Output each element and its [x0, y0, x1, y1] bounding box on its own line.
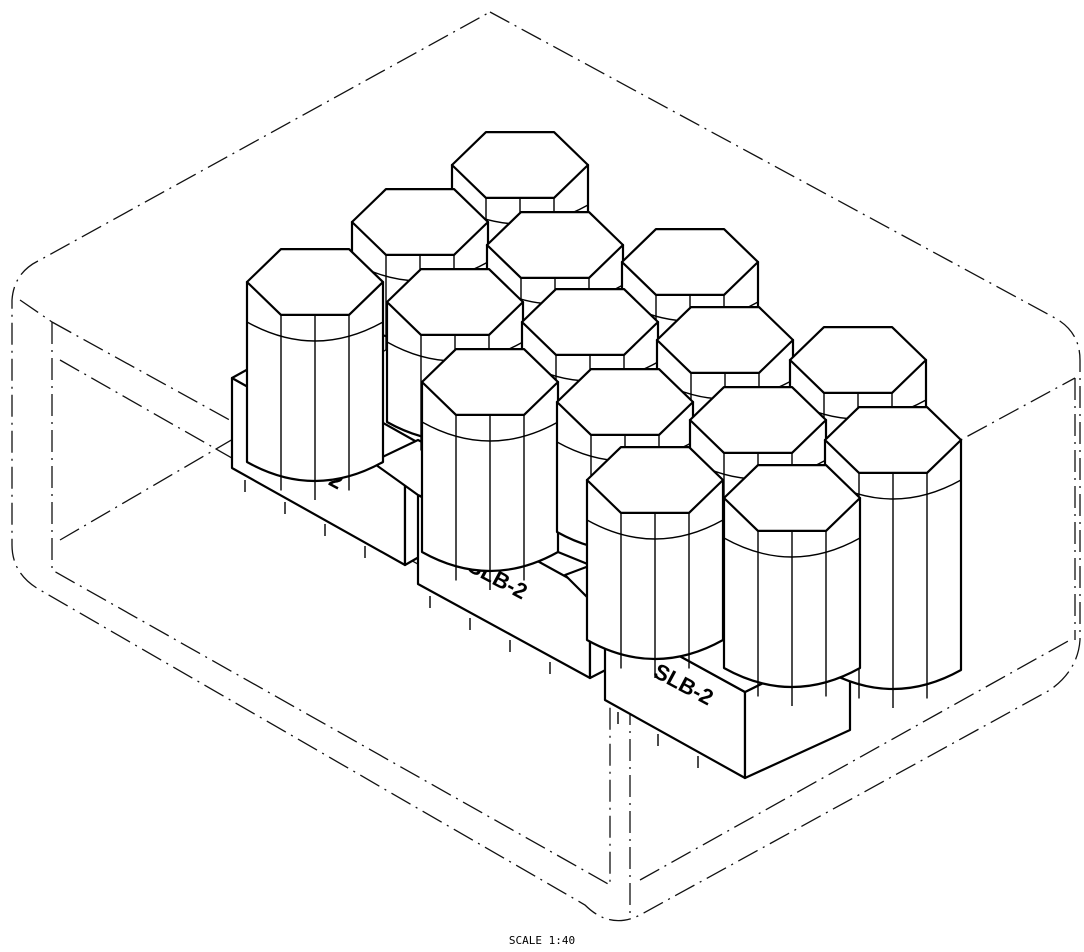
drum-rim-band [246, 321, 384, 342]
drum-rim-band [586, 519, 724, 540]
container-top-face [11, 11, 1081, 922]
scale-label: SCALE 1:40 [509, 934, 575, 947]
drum-lid [520, 288, 660, 356]
drum-lid [788, 326, 928, 394]
drum-lid [688, 386, 828, 454]
drum-lid [485, 211, 625, 279]
container-inner-edge-7 [19, 299, 53, 323]
hex-drum-array [245, 131, 963, 708]
hex-drum [245, 248, 385, 500]
container-inner-edge-5 [639, 639, 1071, 881]
drum-lid [655, 306, 795, 374]
hex-drum [585, 446, 725, 678]
drum-rim-band [723, 537, 861, 558]
drum-lid [420, 348, 560, 416]
drum-lid [722, 464, 862, 533]
drum-lid [385, 268, 525, 336]
drum-lid [585, 446, 725, 515]
drum-rim-band [421, 421, 559, 442]
drum-lid [823, 406, 963, 474]
hex-drum [722, 464, 862, 706]
drum-lid [450, 131, 590, 199]
drum-lid [555, 368, 695, 436]
hex-drum [420, 348, 560, 590]
container-inner-edge-1 [51, 322, 611, 887]
drum-lid [245, 248, 385, 316]
drum-lid [350, 188, 490, 256]
drum-lid [620, 228, 760, 296]
